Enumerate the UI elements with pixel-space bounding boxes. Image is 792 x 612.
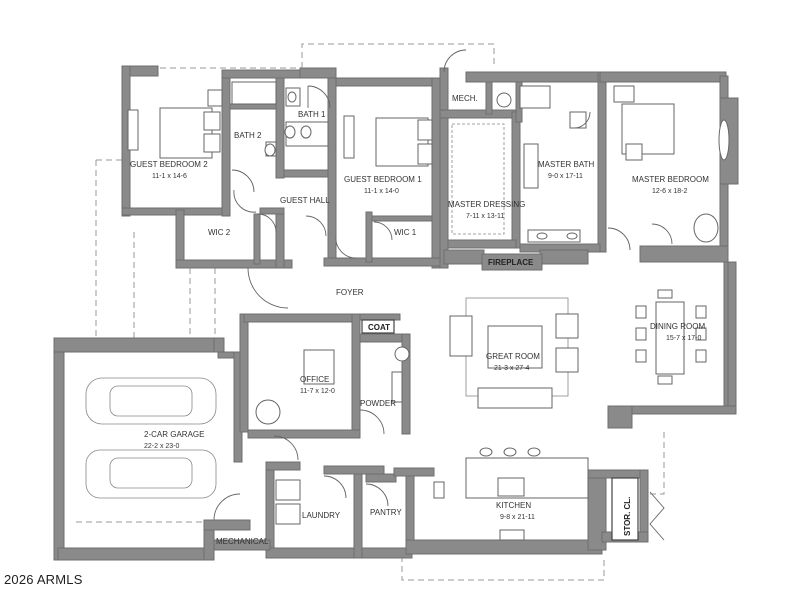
copyright-watermark: 2026 ARMLS	[4, 572, 83, 587]
room-name-stor-cl: STOR. CL.	[623, 497, 632, 536]
room-name-powder: POWDER	[360, 399, 396, 408]
room-name-master-bath: MASTER BATH	[538, 160, 595, 169]
room-name-guest-bedroom-1: GUEST BEDROOM 1	[344, 175, 422, 184]
room-dim-master-bedroom: 12-6 x 18-2	[652, 188, 688, 195]
room-dim-dining-room: 15-7 x 17-0	[666, 335, 702, 342]
room-name-fireplace: FIREPLACE	[488, 258, 534, 267]
room-name-mech: MECH.	[452, 94, 478, 103]
room-dim-office: 11-7 x 12-0	[300, 388, 335, 395]
room-name-guest-bedroom-2: GUEST BEDROOM 2	[130, 160, 208, 169]
room-name-garage: 2-CAR GARAGE	[144, 430, 204, 439]
room-name-laundry: LAUNDRY	[302, 511, 341, 520]
room-dim-guest-bedroom-2: 11-1 x 14-6	[152, 173, 187, 180]
room-dim-kitchen: 9-8 x 21-11	[500, 514, 535, 521]
door-swings	[213, 49, 673, 521]
room-name-bath-2: BATH 2	[234, 131, 262, 140]
room-name-kitchen: KITCHEN	[496, 501, 531, 510]
room-name-master-bedroom: MASTER BEDROOM	[632, 175, 709, 184]
room-name-wic-1: WIC 1	[394, 228, 417, 237]
room-name-foyer: FOYER	[336, 288, 364, 297]
room-dim-guest-bedroom-1: 11-1 x 14-0	[364, 188, 399, 195]
room-dim-great-room: 21-3 x 27-4	[494, 365, 530, 372]
room-name-master-dressing: MASTER DRESSING	[448, 200, 525, 209]
room-name-great-room: GREAT ROOM	[486, 352, 540, 361]
room-name-dining-room: DINING ROOM	[650, 322, 705, 331]
fixtures	[85, 81, 730, 541]
room-labels: GUEST BEDROOM 2 11-1 x 14-6 BATH 2 BATH …	[130, 94, 709, 546]
room-name-bath-1: BATH 1	[298, 110, 326, 119]
room-dim-master-dressing: 7-11 x 13-11	[466, 213, 504, 220]
room-dim-garage: 22-2 x 23-0	[144, 443, 180, 450]
room-name-guest-hall: GUEST HALL	[280, 196, 330, 205]
room-name-coat: COAT	[368, 323, 390, 332]
room-name-wic-2: WIC 2	[208, 228, 231, 237]
room-dim-master-bath: 9-0 x 17-11	[548, 173, 583, 180]
room-name-office: OFFICE	[300, 375, 329, 384]
room-name-pantry: PANTRY	[370, 508, 402, 517]
room-name-mechanical: MECHANICAL	[216, 537, 269, 546]
